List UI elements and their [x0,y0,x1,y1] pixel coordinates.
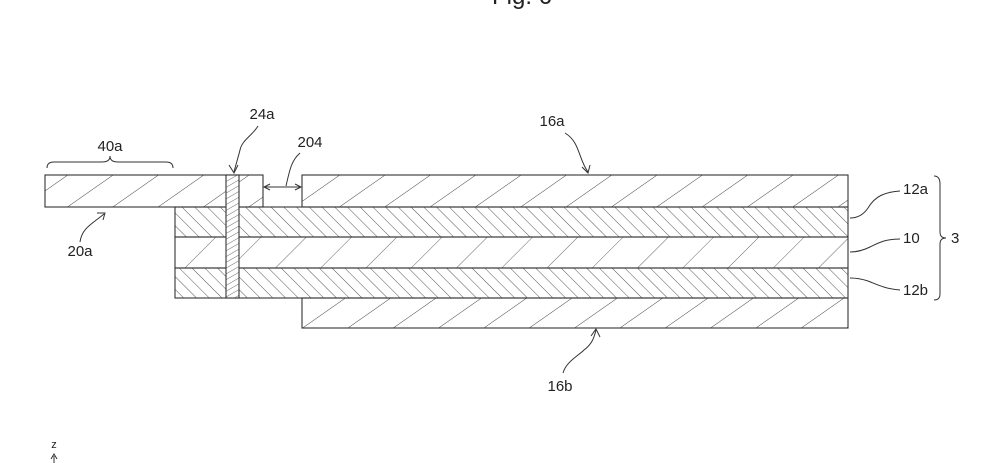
bracket-40a [47,156,173,168]
leader-204 [286,153,300,186]
layer-12b [175,268,848,298]
leader-16a [565,133,588,172]
leader-12a [850,191,900,218]
label-20a: 20a [67,243,93,260]
brace-3 [934,176,946,300]
figure-title: Fig. 6 [492,0,552,10]
leader-10 [850,239,900,252]
electrode-16b [302,298,848,328]
leader-16b [563,330,596,373]
label-16a: 16a [539,113,565,130]
label-3: 3 [951,230,959,247]
label-12b: 12b [903,282,928,299]
label-24a: 24a [249,106,275,123]
layer-12a [175,207,848,237]
z-axis-label: z [51,439,57,451]
label-12a: 12a [903,181,929,198]
electrode-16a [302,175,848,207]
leader-12b [850,278,900,290]
layer-10 [175,237,848,268]
label-40a: 40a [97,138,123,155]
leader-20a [80,214,104,242]
label-10: 10 [903,230,920,247]
label-204: 204 [297,134,322,151]
label-16b: 16b [547,378,572,395]
